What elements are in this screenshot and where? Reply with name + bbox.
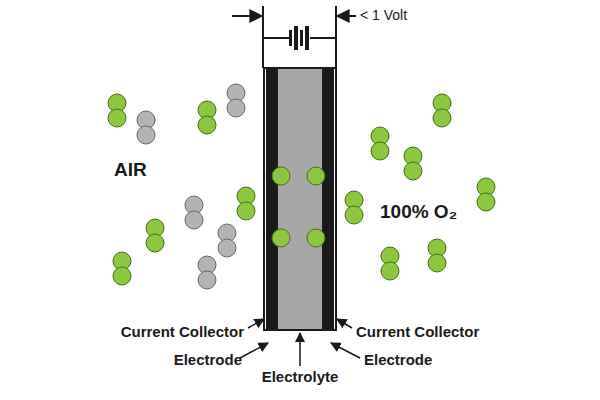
voltage-label: < 1 Volt (360, 8, 407, 23)
part-label: Electrolyte (262, 369, 339, 386)
cell-stack (264, 68, 336, 330)
voltage-bracket (232, 6, 356, 68)
part-label: Current Collector (121, 324, 244, 341)
leader-arrows (240, 319, 360, 366)
air-molecules (108, 84, 255, 289)
oxygen-atoms (272, 167, 325, 247)
part-label: Current Collector (356, 324, 479, 341)
part-label: Electrode (174, 352, 242, 369)
part-label: Electrode (364, 352, 432, 369)
oxygen-molecules (345, 94, 495, 280)
battery-symbol (289, 26, 309, 50)
region-label: 100% O₂ (380, 202, 457, 223)
region-label: AIR (114, 160, 147, 181)
